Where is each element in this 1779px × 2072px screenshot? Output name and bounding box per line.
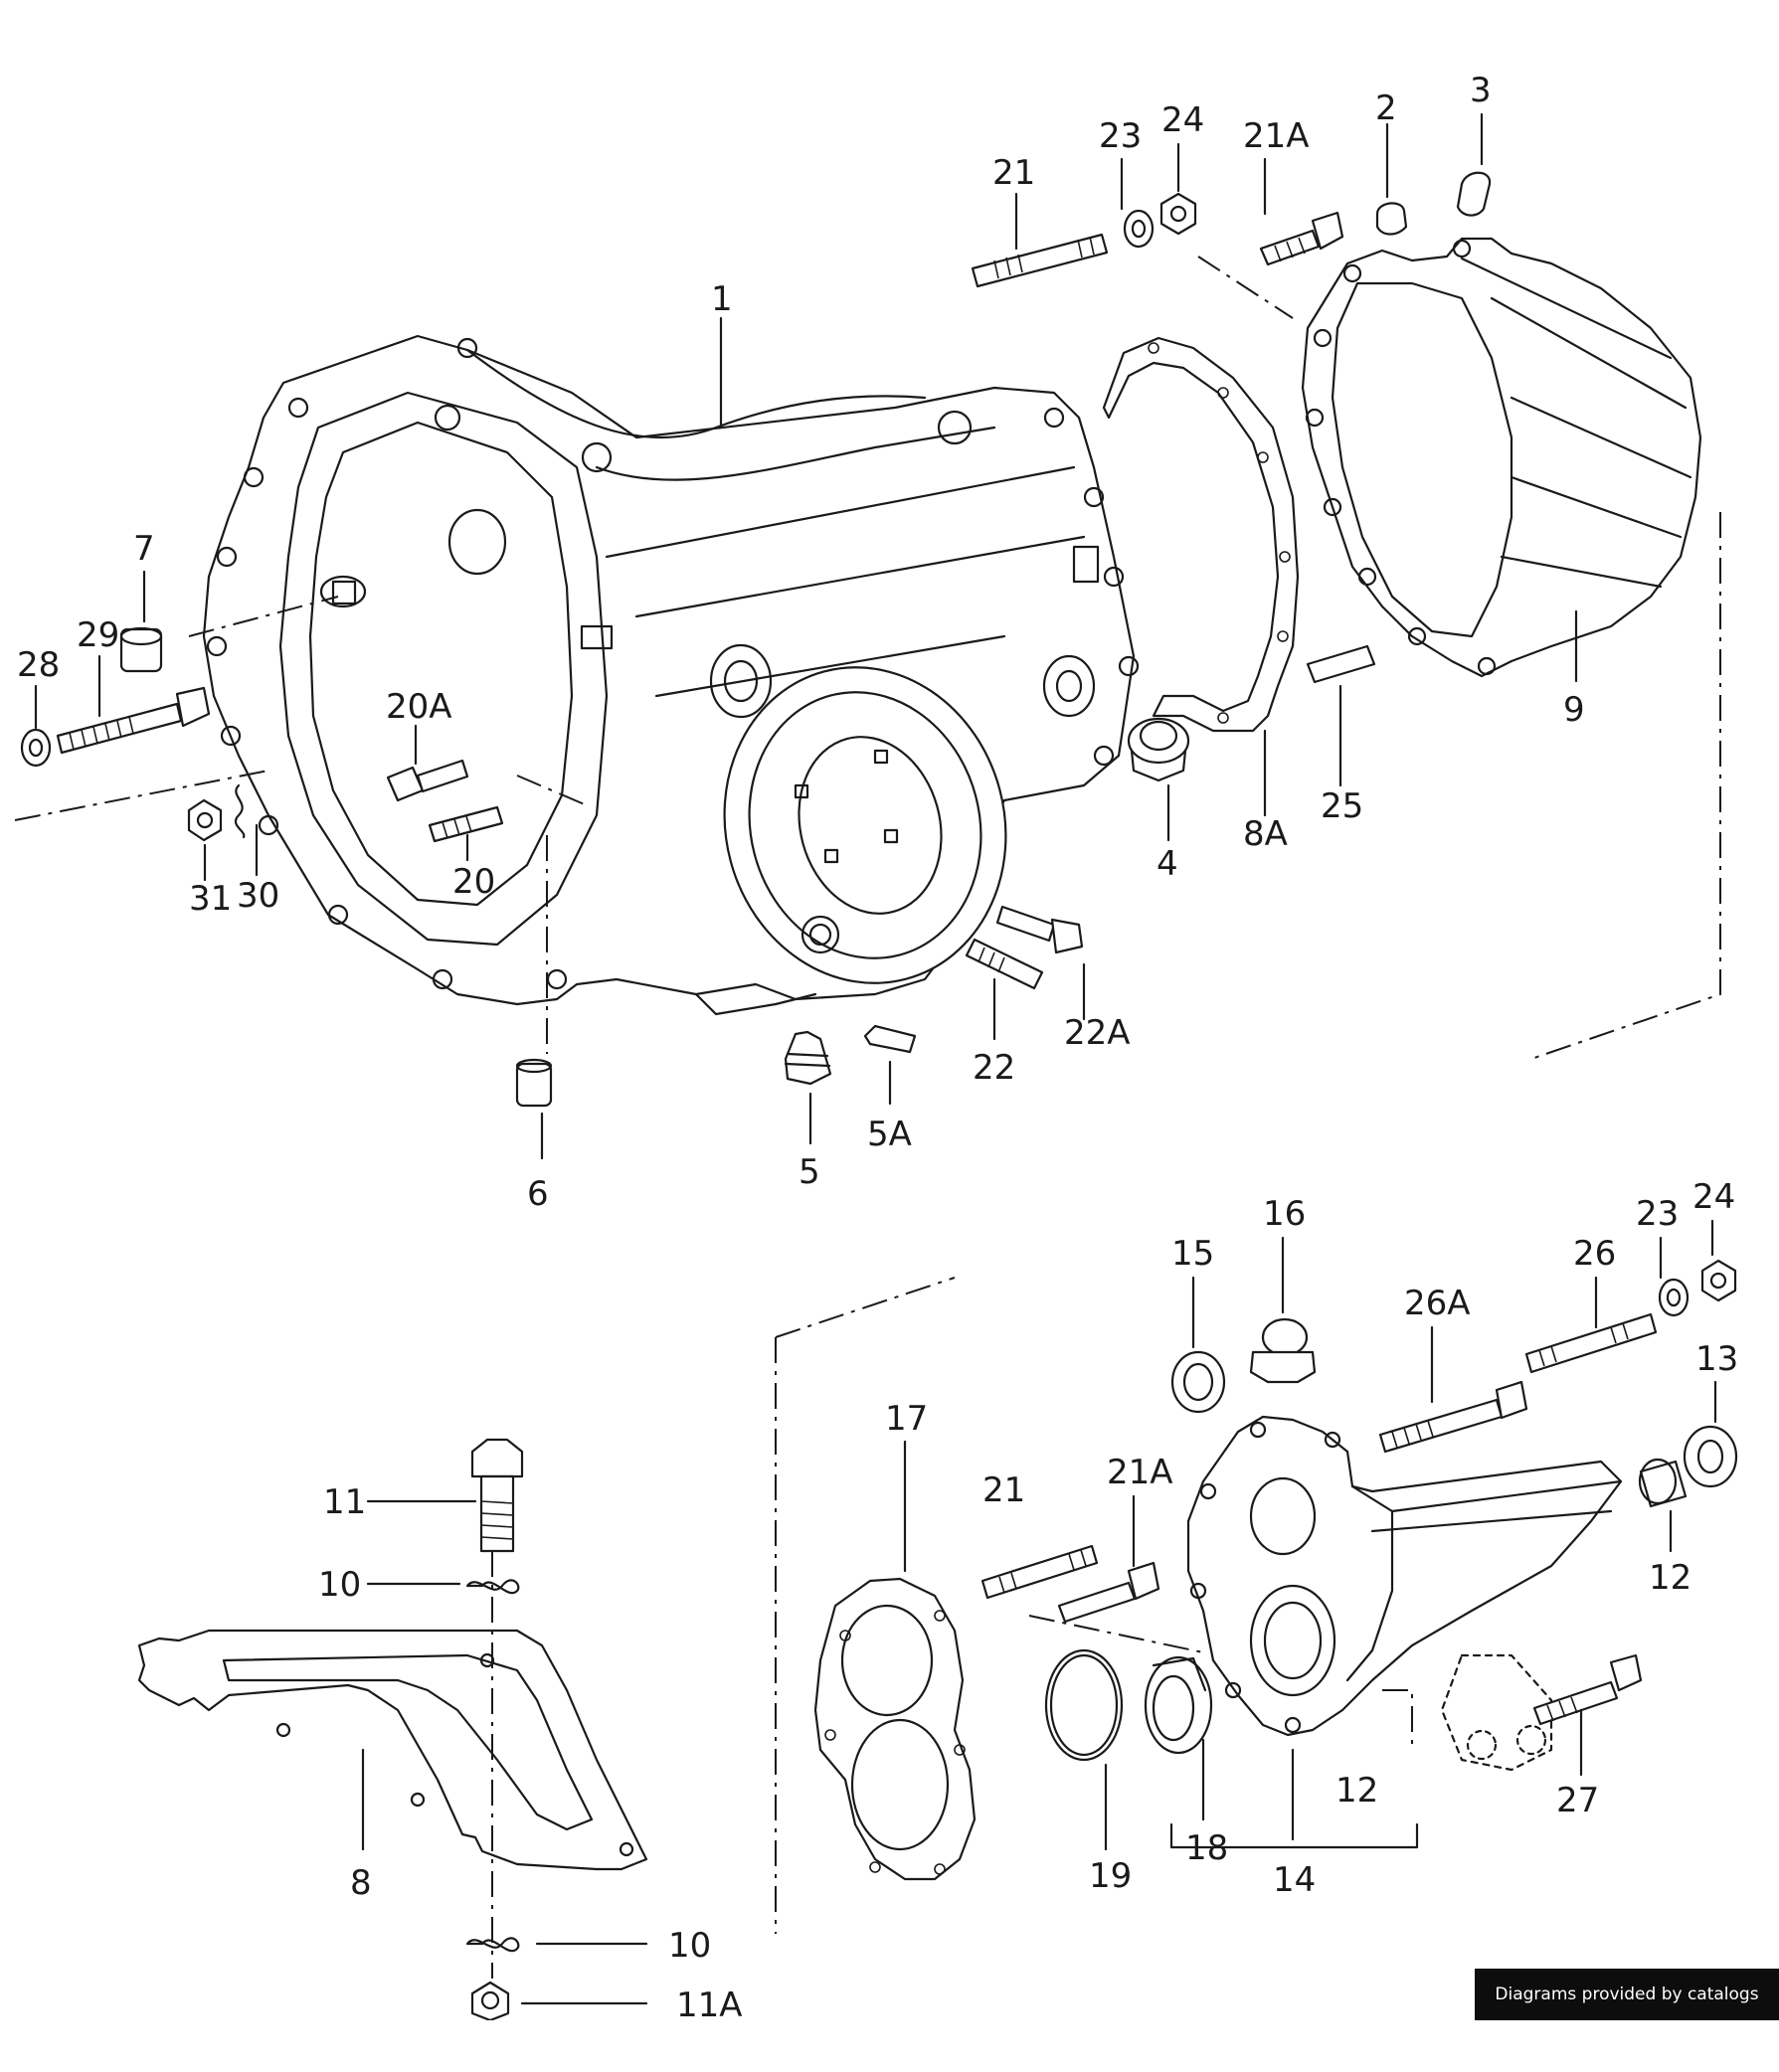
label-10-bottom: 10 <box>668 1926 711 1966</box>
bushing-part-12 <box>1638 1458 1688 1508</box>
housing-bolt-holes <box>206 337 1140 990</box>
rear-housing-part-14 <box>1186 1415 1623 1772</box>
bushing-part-6 <box>515 1058 553 1108</box>
label-20a: 20A <box>386 687 452 727</box>
label-26a: 26A <box>1404 1284 1471 1323</box>
bushing-part-7 <box>119 626 163 673</box>
stud-part-20 <box>428 805 504 843</box>
callout-labels: 1 2 3 21 23 24 21A 7 29 28 20A 20 31 30 … <box>17 71 1738 2020</box>
label-23-top: 23 <box>1099 116 1142 156</box>
breather-part-4 <box>1127 717 1190 782</box>
gasket-part-8a <box>1102 336 1300 733</box>
lock-washer-part-10-bottom <box>465 1937 520 1953</box>
bolt-part-29 <box>56 686 211 755</box>
label-25: 25 <box>1321 786 1363 826</box>
seal-part-18 <box>1144 1655 1213 1755</box>
label-31: 31 <box>189 879 232 919</box>
bolt-part-26a <box>1378 1380 1528 1454</box>
label-16: 16 <box>1263 1194 1306 1234</box>
label-6: 6 <box>527 1174 549 1214</box>
label-1: 1 <box>711 279 733 319</box>
bolt-part-21a-lower <box>1057 1561 1160 1624</box>
lock-washer-part-10-top <box>465 1579 520 1595</box>
label-23-lower: 23 <box>1636 1194 1679 1234</box>
bolt-part-20a <box>386 759 469 802</box>
label-10-top: 10 <box>318 1565 361 1605</box>
label-15: 15 <box>1171 1234 1214 1274</box>
label-2: 2 <box>1375 88 1397 128</box>
end-housing-part-9 <box>1301 237 1702 678</box>
credit-banner: Diagrams provided by catalogs parts <box>1475 1969 1779 2056</box>
label-12-right: 12 <box>1649 1558 1691 1598</box>
label-21-top: 21 <box>992 153 1035 193</box>
bearing-part-13 <box>1683 1425 1738 1488</box>
label-11: 11 <box>323 1482 366 1522</box>
label-24-lower: 24 <box>1692 1177 1735 1217</box>
bolt-part-11 <box>470 1438 524 1553</box>
label-4: 4 <box>1156 844 1178 884</box>
label-13: 13 <box>1695 1339 1738 1379</box>
label-26: 26 <box>1573 1234 1616 1274</box>
assembly-line-9 <box>1530 512 1721 1060</box>
washer-part-23-lower <box>1658 1278 1690 1317</box>
bracket-14 <box>1169 1822 1419 1849</box>
washer-part-23-top <box>1123 209 1155 249</box>
nut-part-24-top <box>1159 192 1197 236</box>
stud-part-22 <box>965 938 1044 990</box>
label-21-lower: 21 <box>982 1470 1025 1510</box>
o-ring-part-19 <box>1044 1648 1124 1762</box>
shield-plate-part-8 <box>137 1629 648 1871</box>
label-29: 29 <box>77 615 119 655</box>
spring-washer-part-30 <box>234 783 246 839</box>
label-5: 5 <box>799 1152 820 1192</box>
label-11a: 11A <box>676 1986 743 2020</box>
bolt-part-22a <box>995 905 1084 954</box>
label-14: 14 <box>1273 1860 1316 1900</box>
nut-part-24-lower <box>1700 1259 1737 1302</box>
plug-part-2 <box>1375 202 1408 236</box>
key-part-5a <box>863 1024 917 1054</box>
label-24-top: 24 <box>1161 100 1204 140</box>
label-21a-top: 21A <box>1243 116 1310 156</box>
plug-part-16 <box>1249 1317 1317 1384</box>
stud-part-21-lower <box>980 1544 1099 1600</box>
stud-part-26 <box>1524 1312 1658 1374</box>
label-27: 27 <box>1556 1781 1599 1820</box>
gearbox-housing-part-1 <box>202 334 1140 1016</box>
label-21a-lower: 21A <box>1107 1453 1173 1492</box>
label-18: 18 <box>1185 1828 1228 1868</box>
label-22: 22 <box>973 1048 1015 1088</box>
label-20: 20 <box>452 862 495 902</box>
label-7: 7 <box>133 529 155 569</box>
label-3: 3 <box>1470 71 1492 110</box>
label-9: 9 <box>1563 690 1585 730</box>
gasket-part-17 <box>813 1577 977 1881</box>
label-8: 8 <box>350 1863 372 1903</box>
plug-part-5 <box>784 1030 832 1086</box>
label-17: 17 <box>885 1399 928 1439</box>
label-19: 19 <box>1089 1856 1132 1896</box>
label-5a: 5A <box>867 1115 912 1154</box>
pin-part-25 <box>1306 644 1376 684</box>
label-30: 30 <box>237 876 279 916</box>
label-8a: 8A <box>1243 814 1288 854</box>
nut-part-31 <box>187 798 223 842</box>
stud-part-21-top <box>971 233 1109 288</box>
nut-part-11a <box>470 1981 510 2020</box>
label-28: 28 <box>17 645 60 685</box>
washer-part-28 <box>20 728 52 768</box>
label-22a: 22A <box>1064 1013 1131 1053</box>
bolt-part-27 <box>1532 1653 1643 1726</box>
exploded-parts-diagram: 1 2 3 21 23 24 21A 7 29 28 20A 20 31 30 … <box>14 71 1738 2020</box>
label-12-lower: 12 <box>1335 1771 1378 1811</box>
cap-part-3 <box>1456 171 1492 217</box>
seal-part-15 <box>1170 1350 1226 1414</box>
bolt-part-21a-top <box>1259 211 1344 266</box>
